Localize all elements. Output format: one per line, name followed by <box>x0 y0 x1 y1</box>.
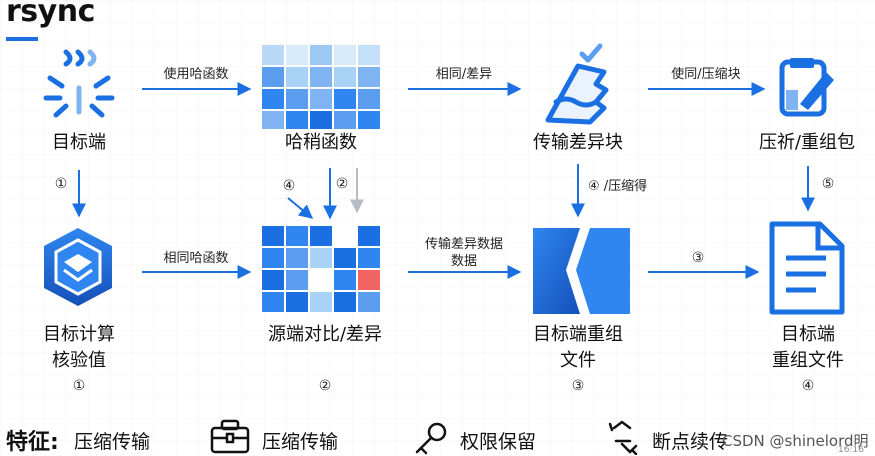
target-reassemble-label-1: 目标端重组 <box>533 324 623 345</box>
diagram-title: rsync <box>6 0 95 29</box>
split-file-icon <box>533 228 630 314</box>
target-reassembled-label-2: 重组文件 <box>772 350 844 371</box>
transfer-diff-icon <box>545 43 609 125</box>
transfer-diff-label: 传输差异块 <box>533 132 623 153</box>
edge-label-use-hash: 使用哈函数 <box>163 67 229 82</box>
toolbox-icon <box>210 419 250 454</box>
step-marker-bottom-4: ④ <box>801 378 815 394</box>
step-marker-col1: ① <box>54 176 68 192</box>
hash-function-label: 哈稍函数 <box>285 132 357 153</box>
watermark-text: CSDN @shinelord明 <box>722 432 869 450</box>
target-end-icon <box>43 49 115 118</box>
checksum-shield-icon <box>44 228 112 306</box>
broken-link-icon <box>608 420 638 455</box>
feature-item-2: 权限保留 <box>460 431 537 453</box>
arrow-diagonal-step4 <box>287 197 314 219</box>
source-compare-label: 源端对比/差异 <box>267 324 383 345</box>
hash-function-grid <box>262 45 380 129</box>
target-checksum-label-1: 目标计算 <box>43 324 115 345</box>
step-marker-bottom-2: ② <box>318 378 332 394</box>
edge-label-transfer-data-2: 数据 <box>450 254 477 269</box>
edge-label-compressed: ④ /压缩得 <box>588 179 648 194</box>
edge-label-same-hash: 相同哈函数 <box>163 251 229 266</box>
package-edit-icon <box>779 58 834 117</box>
compress-reassemble-label: 压祈/重组包 <box>758 132 856 153</box>
target-end-label: 目标端 <box>52 132 106 153</box>
step-marker-col3-arrow: ③ <box>691 250 705 266</box>
features-heading: 特征: <box>6 430 59 455</box>
step-marker-col4-arrow: ⑤ <box>821 176 835 192</box>
source-compare-grid <box>262 226 380 312</box>
feature-item-0: 压缩传输 <box>74 431 151 453</box>
target-checksum-label-2: 核验值 <box>52 350 106 371</box>
step-marker-bottom-3: ③ <box>571 378 585 394</box>
step-marker-bottom-1: ① <box>72 378 86 394</box>
step-marker-col2-side: ④ <box>282 178 296 194</box>
edge-label-use-compress: 使同/压缩块 <box>671 67 741 82</box>
feature-item-1: 压缩传输 <box>262 431 339 453</box>
target-reassembled-label-1: 目标端 <box>781 324 835 345</box>
step-marker-col2-arrow: ② <box>335 176 349 192</box>
title-underline <box>6 37 38 41</box>
feature-item-3: 断点续传 <box>652 431 729 453</box>
document-icon <box>769 221 845 315</box>
target-reassemble-label-2: 文件 <box>560 350 596 371</box>
edge-label-same-diff: 相同/差异 <box>435 67 493 82</box>
key-icon <box>415 422 447 455</box>
watermark-small-text: 16:16 <box>838 445 864 455</box>
edge-label-transfer-data-1: 传输差异数据 <box>424 237 503 252</box>
